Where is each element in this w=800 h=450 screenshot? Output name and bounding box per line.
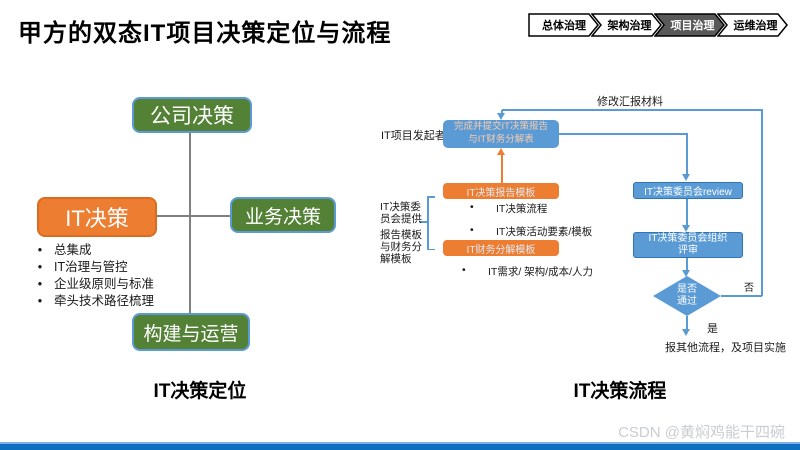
it-decision-node: IT决策 [37,197,157,237]
nav-tab-strip: 总体治理 架构治理 项目治理 运维治理 [528,13,789,37]
provider-label-1: IT决策委 员会提供 [380,201,422,225]
tab-governance-architecture[interactable]: 架构治理 [591,13,663,37]
finance-template-box: IT财务分解模板 [443,240,559,256]
bullet-icon: • [470,224,474,236]
feedback-right-line [761,109,763,296]
arrow-up-icon [497,148,505,155]
bullet-text: 牵头技术路径梳理 [54,294,155,308]
bullet-text: IT需求/ 架构/成本/人力 [488,266,593,278]
watermark: CSDN @黄焖鸡能干四碗 [618,424,785,441]
positioning-caption: IT决策定位 [153,381,247,402]
provider-label-2: 报告模板 与财务分 解模板 [380,229,422,265]
templates-bracket-mid-tick [419,221,427,223]
arrow-down-icon [497,113,505,120]
tab-label: 总体治理 [542,20,586,32]
diamond-yes-line [686,316,688,330]
feedback-entry-stem [501,110,503,115]
list-item: • 企业级原则与标准 [26,276,154,293]
templates-bracket-top-tick [427,196,435,198]
outcome-text: 报其他流程，及项目实施 [665,342,786,354]
chevron-shape-icon [717,13,788,37]
bullet-text: 企业级原则与标准 [54,277,155,291]
templates-bracket-bottom-tick [427,248,435,250]
tab-governance-overall[interactable]: 总体治理 [528,13,600,37]
bullet-icon: • [470,201,474,213]
templates-bracket [427,196,429,250]
list-item: • IT治理与管控 [26,259,154,276]
organize-to-diamond-line [686,258,688,271]
bullet-icon: • [37,243,43,257]
tab-label: 运维治理 [733,20,778,32]
build-operate-node: 构建与运营 [132,313,250,351]
tab-governance-ops[interactable]: 运维治理 [717,13,789,37]
arrow-down-icon [682,174,690,181]
submit-to-review-vline [686,133,688,176]
bottom-bar [0,442,800,450]
bullet-icon: • [37,277,43,291]
chevron-shape-icon [528,13,599,37]
bullet-text: IT治理与管控 [54,260,128,274]
decision-diamond: 是否 通过 [653,276,721,316]
bullet-icon: • [37,294,43,308]
list-item: • 总集成 [26,242,154,259]
list-item: • 牵头技术路径梳理 [26,293,154,310]
chevron-shape-icon [654,13,725,37]
tab-label: 项目治理 [670,20,715,32]
bullet-text: 总集成 [54,243,92,257]
arrow-down-icon [682,225,690,232]
cross-vertical-line [189,133,191,313]
company-decision-node: 公司决策 [132,97,252,133]
template-to-submit-line [501,154,503,183]
bullet-icon: • [37,260,43,274]
bullet-text: IT决策流程 [496,203,548,215]
list-item: • IT决策活动要素/模板 [470,224,592,239]
arrow-down-icon [682,270,690,277]
tab-governance-project[interactable]: 项目治理 [654,13,726,37]
no-label: 否 [744,283,754,294]
business-decision-node: 业务决策 [230,197,336,233]
bullet-text: IT决策活动要素/模板 [496,226,593,238]
it-decision-bullet-list: • 总集成 • IT治理与管控 • 企业级原则与标准 • 牵头技术路径梳理 [26,242,154,310]
cross-horizontal-line [157,215,231,217]
tab-label: 架构治理 [607,20,652,32]
page-title: 甲方的双态IT项目决策定位与流程 [18,20,392,47]
chevron-shape-icon [591,13,662,37]
yes-label: 是 [707,323,718,335]
bullet-icon: • [462,264,466,276]
diamond-no-line [721,295,762,297]
initiator-label: IT项目发起者 [381,130,446,142]
feedback-top-line [502,109,762,111]
feedback-label: 修改汇报材料 [597,96,663,108]
review-box: IT决策委员会review [633,182,743,199]
process-caption: IT决策流程 [573,381,667,402]
list-item: • IT需求/ 架构/成本/人力 [462,264,593,279]
arrow-down-icon [682,329,690,336]
organize-review-box: IT决策委员会组织 评审 [633,232,743,258]
submit-to-review-hline [559,133,687,135]
submit-report-box: 完成并提交IT决策报告 与IT财务分解表 [443,120,559,148]
report-template-box: IT决策报告模板 [443,183,559,199]
list-item: • IT决策流程 [470,201,547,216]
review-to-organize-line [686,199,688,226]
